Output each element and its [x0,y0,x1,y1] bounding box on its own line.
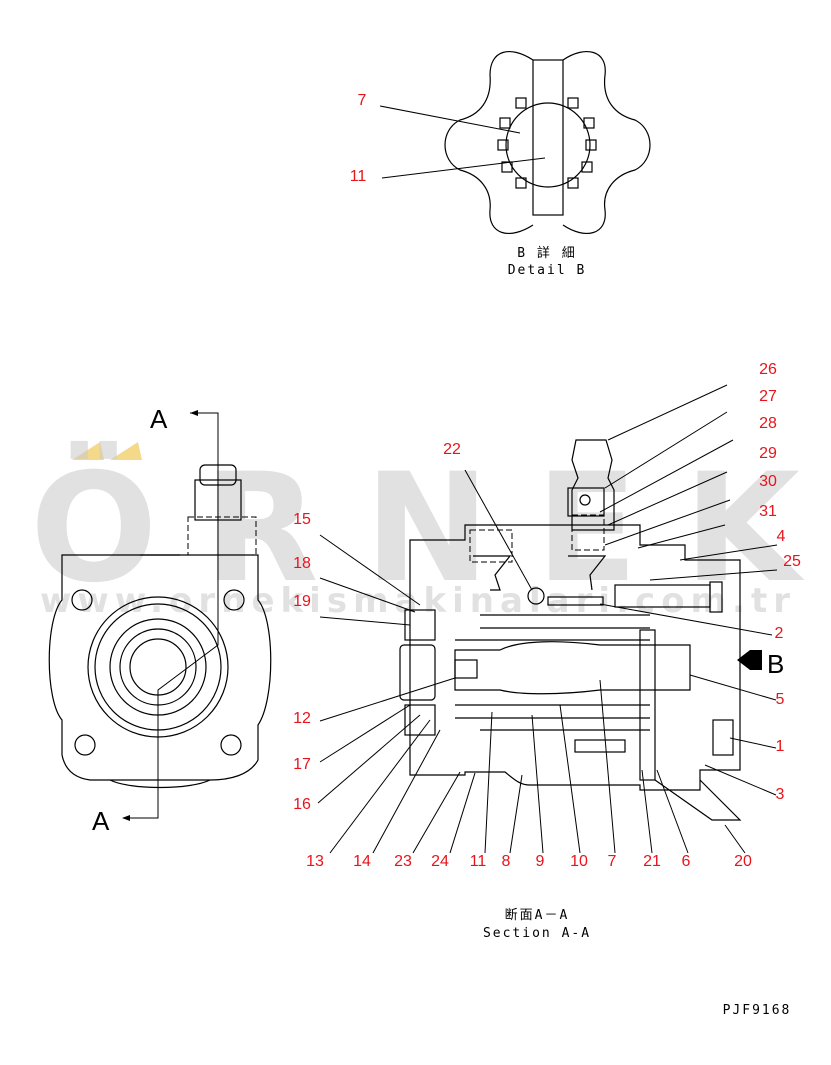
callout-5: 5 [776,691,785,708]
section-aa-drawing [399,439,762,821]
leader-line [381,157,546,179]
callout-21: 21 [643,853,661,870]
callout-6: 6 [682,853,691,870]
watermark: ÖRNEK www.ornekismakinalari.com.tr [30,440,805,621]
callout-10: 10 [570,853,588,870]
callout-12: 12 [293,710,311,727]
end-view-drawing [48,410,272,821]
callout-4: 4 [777,528,786,545]
callout-31: 31 [759,503,777,520]
callout-11-section: 11 [470,853,487,870]
section-caption-jp: 断面A－A [505,908,570,923]
callout-27: 27 [759,388,777,405]
callout-17: 17 [293,756,311,773]
callout-28: 28 [759,415,777,432]
section-leader-lines [317,384,778,854]
leader-line [379,105,521,134]
detail-b-caption-jp: B 詳 細 [517,245,576,261]
callout-22: 22 [443,441,461,458]
section-marker-top: A [150,404,168,434]
callout-3: 3 [776,786,785,803]
callout-29: 29 [759,445,777,462]
callout-11: 11 [350,168,367,185]
watermark-accent [110,442,142,460]
section-marker-bottom: A [92,806,110,836]
callout-7-section: 7 [608,853,617,870]
detail-b-drawing [444,51,651,234]
callout-2: 2 [775,625,784,642]
section-caption-en: Section A-A [483,926,591,941]
callout-15: 15 [293,511,311,528]
detail-b-caption-en: Detail B [508,263,587,278]
callout-8: 8 [502,853,511,870]
callout-26: 26 [759,361,777,378]
callout-14: 14 [353,853,371,870]
callout-24: 24 [431,853,449,870]
callout-20: 20 [734,853,752,870]
callout-13: 13 [306,853,324,870]
watermark-accent [72,442,104,460]
callout-9: 9 [536,853,545,870]
callout-19: 19 [293,593,311,610]
callout-16: 16 [293,796,311,813]
callout-1: 1 [776,738,785,755]
callout-7: 7 [358,92,367,109]
callout-18: 18 [293,555,311,572]
drawing-code: PJF9168 [723,1003,792,1018]
callout-25: 25 [783,553,801,570]
callout-23: 23 [394,853,412,870]
view-arrow-b: B [767,649,784,679]
callout-30: 30 [759,473,777,490]
